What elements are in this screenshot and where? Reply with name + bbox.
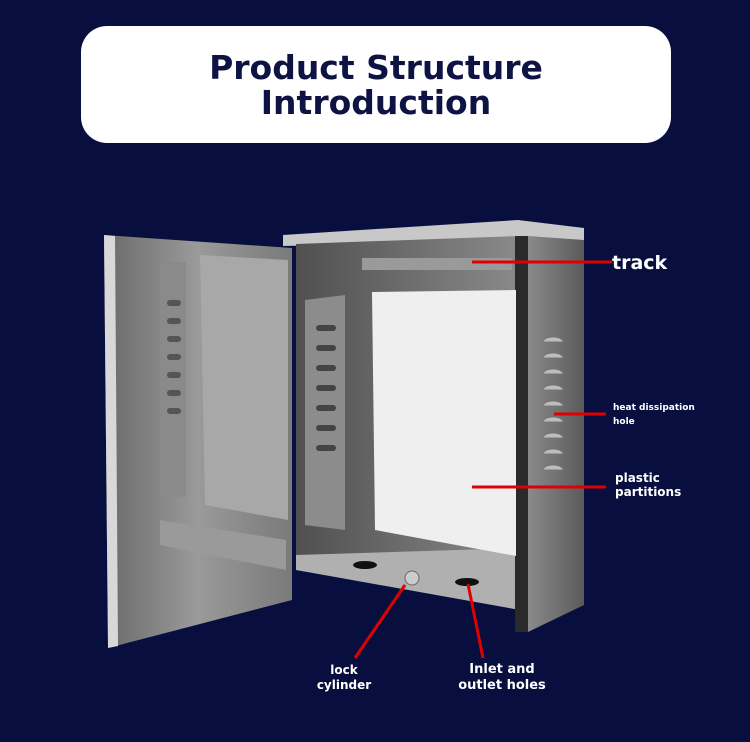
track	[362, 258, 512, 270]
lock-cylinder	[404, 570, 420, 586]
label-lock-cylinder: lock cylinder	[300, 663, 388, 693]
inlet-leader	[466, 583, 485, 659]
label-line: lock	[330, 663, 358, 677]
label-track: track	[612, 252, 668, 274]
label-line: outlet holes	[458, 678, 546, 693]
label-heat-dissipation: heat dissipation hole	[613, 401, 695, 429]
label-line: Inlet and	[469, 662, 535, 677]
label-line: partitions	[615, 485, 682, 499]
label-line: heat dissipation	[613, 403, 695, 413]
label-line: cylinder	[316, 678, 372, 692]
title-line-1: Product Structure	[209, 47, 543, 87]
lock-leader	[353, 584, 407, 659]
title-banner: Product Structure Introduction	[81, 26, 671, 143]
label-line: hole	[613, 417, 635, 427]
label-plastic-partitions: plastic partitions	[615, 471, 681, 499]
title-line-2: Introduction	[260, 82, 492, 122]
label-inlet-outlet-holes: Inlet and outlet holes	[446, 662, 558, 694]
label-line: plastic	[615, 471, 660, 485]
plastic-partition	[372, 290, 516, 556]
